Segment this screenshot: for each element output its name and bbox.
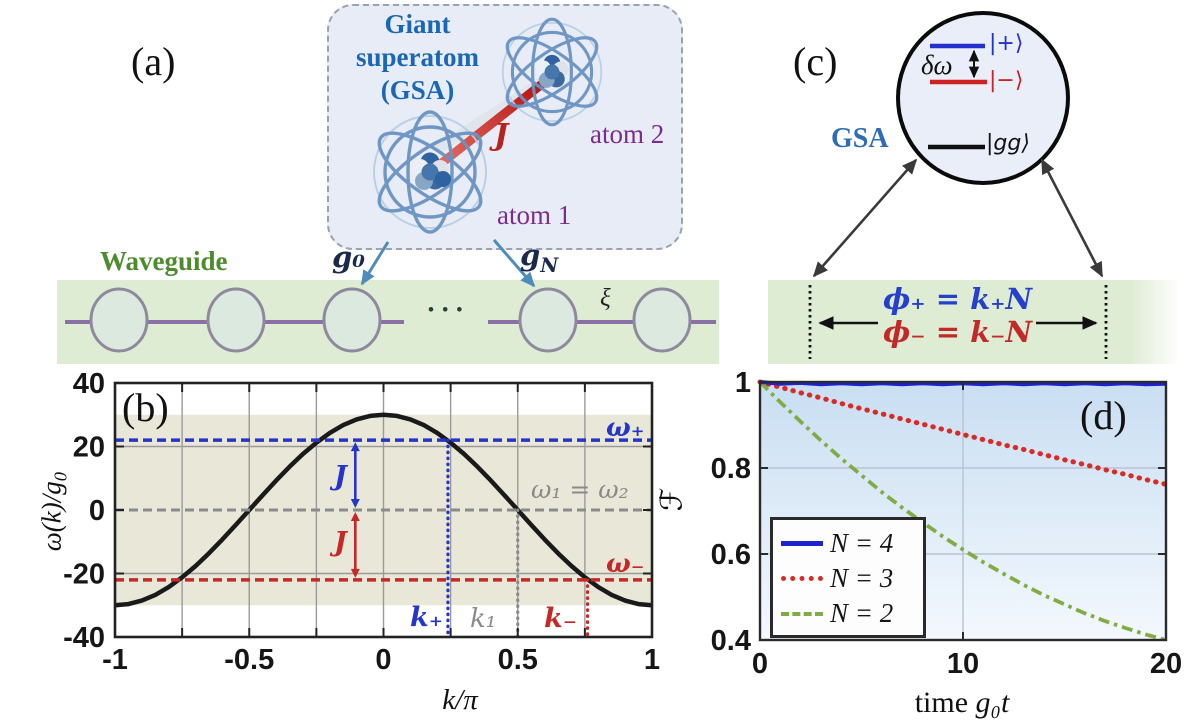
legend-row-N2: N = 2	[781, 596, 915, 631]
atom1-label: atom 1	[497, 200, 572, 230]
x-tick-label: -1	[102, 644, 128, 676]
waveguide-chain	[65, 287, 716, 353]
legend-label-N2: N = 2	[830, 598, 894, 628]
gN-coupling-arrow	[492, 239, 536, 288]
chain-ellipsis: • • •	[428, 300, 465, 319]
dispersion-curve	[114, 412, 653, 608]
y-tick-label: 1	[735, 370, 751, 399]
g0-label: g₀	[332, 240, 365, 274]
cavity-site	[206, 287, 266, 353]
gN-label: gN	[520, 238, 559, 277]
y-tick-label: 0.4	[711, 625, 751, 657]
atom2-label: atom 2	[590, 119, 665, 149]
J-upper-label: J	[334, 461, 347, 492]
fidelity-curve-N2	[758, 380, 1167, 642]
x-tick-label: 0	[375, 644, 391, 676]
fidelity-curve-N3	[757, 379, 1169, 487]
panel-d-xlabel: time g₀t	[914, 686, 1010, 719]
panel-b-ylabel: ω(k)/g0	[36, 472, 71, 552]
legend-label-N4: N = 4	[830, 528, 894, 558]
gsa-circle	[896, 11, 1070, 185]
x-tick-label: 20	[1150, 648, 1182, 680]
gsa-title-line3: (GSA)	[380, 75, 455, 105]
k-minus-label: k₋	[544, 603, 577, 634]
omega-minus-label: ω₋	[606, 549, 645, 579]
atom1-graphic	[373, 110, 487, 234]
atom2-graphic	[501, 17, 603, 127]
waveguide-label: Waveguide	[100, 246, 228, 276]
state-plus-label: |+⟩	[989, 31, 1024, 56]
left-leg-arrow	[812, 158, 918, 278]
legend-sample-1	[781, 576, 823, 581]
x-tick-label: 0.5	[498, 644, 538, 676]
phi-plus-label: ϕ₊ = k₊N	[882, 282, 1032, 316]
J-coupling-label: J	[494, 118, 509, 153]
y-tick-label: 20	[73, 432, 105, 464]
coupling-rod	[438, 79, 547, 167]
legend-sample-2	[781, 611, 823, 616]
delta-omega-label: δω	[921, 50, 953, 80]
cavity-site	[518, 287, 578, 353]
xi-label: ξ	[600, 285, 611, 312]
y-tick-label: 40	[73, 370, 105, 400]
state-gg-label: |gg⟩	[986, 131, 1030, 156]
gsa-title-line2: superatom	[356, 42, 479, 72]
level-diagram	[928, 43, 987, 150]
state-minus-label: |−⟩	[989, 68, 1024, 93]
omega-equal-label: ω₁ = ω₂	[531, 475, 629, 504]
y-tick-label: 0.8	[711, 453, 751, 485]
g0-coupling-arrow	[360, 241, 390, 286]
panel-b-xlabel: k/π	[442, 684, 478, 716]
legend-label-N3: N = 3	[830, 563, 894, 593]
gsa-label: GSA	[831, 123, 889, 154]
x-tick-label: 1	[644, 644, 660, 676]
top-artwork	[65, 17, 1108, 359]
phi-minus-label: ϕ₋ = k₋N	[882, 315, 1032, 349]
legend-sample-0	[781, 541, 823, 546]
panel-b-label: (b)	[122, 385, 169, 430]
legend-row-N4: N = 4	[781, 526, 915, 561]
cavity-site	[89, 287, 149, 353]
panel-c-label: (c)	[793, 39, 838, 84]
legend-row-N3: N = 3	[781, 561, 915, 596]
k1-label: k₁	[470, 604, 497, 634]
panel-d-label: (d)	[1080, 393, 1127, 438]
y-tick-label: -40	[63, 622, 105, 654]
J-lower-label: J	[334, 527, 347, 558]
panel-d-ylabel: ℱ	[654, 487, 690, 512]
x-tick-label: 10	[947, 648, 979, 680]
gsa-box-title: Giant superatom (GSA)	[330, 8, 505, 107]
panel-b-plot: -1 -0.5 0 0.5 1 -40 -20 0 20 40	[63, 370, 660, 676]
cavity-site	[632, 287, 692, 353]
x-tick-label: -0.5	[224, 644, 274, 676]
omega-plus-label: ω₊	[606, 413, 645, 443]
panel-a-label: (a)	[131, 39, 176, 84]
cavity-site	[322, 287, 382, 353]
y-tick-label: 0	[89, 495, 105, 527]
gsa-title-line1: Giant	[384, 9, 451, 39]
k-plus-label: k₊	[410, 602, 443, 633]
atom2-nucleus	[535, 54, 569, 88]
legend: N = 4 N = 3 N = 2	[770, 517, 926, 638]
y-tick-label: 0.6	[711, 539, 751, 571]
right-leg-arrow	[1040, 158, 1104, 278]
x-tick-label: 0	[752, 648, 768, 680]
y-tick-label: -20	[63, 559, 105, 591]
atom1-nucleus	[411, 152, 451, 190]
